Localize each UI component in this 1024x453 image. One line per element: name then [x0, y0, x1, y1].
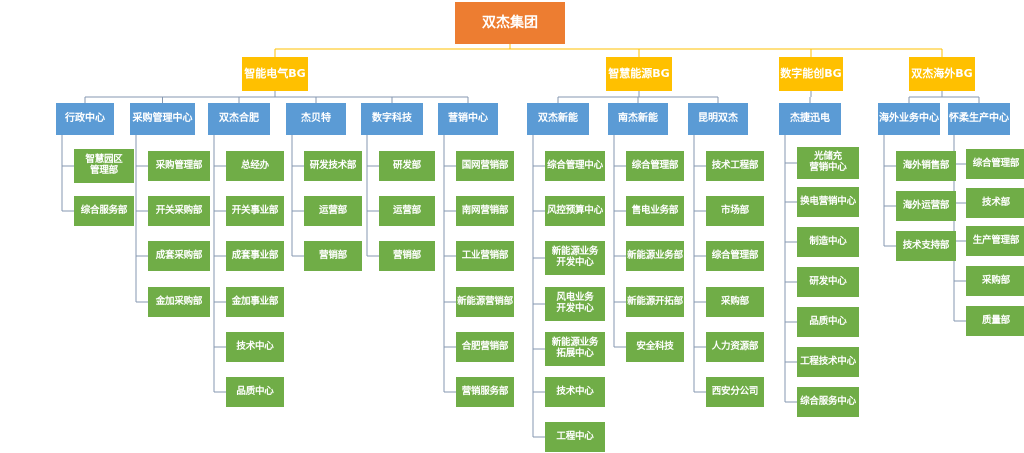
dept-node: 新能源营销部	[456, 287, 514, 317]
dept-node: 海外运营部	[896, 191, 956, 221]
dept-node: 技术支持部	[896, 231, 956, 261]
unit-node: 采购管理中心	[130, 103, 195, 135]
dept-node: 西安分公司	[706, 377, 764, 407]
dept-node: 国网营销部	[456, 151, 514, 181]
dept-node: 风电业务 开发中心	[545, 287, 605, 321]
unit-node: 杰捷迅电	[779, 103, 841, 135]
unit-node: 杰贝特	[286, 103, 346, 135]
dept-node: 光储充 营销中心	[797, 147, 859, 179]
dept-node: 南网营销部	[456, 196, 514, 226]
unit-node: 双杰合肥	[208, 103, 270, 135]
dept-node: 工程中心	[545, 422, 605, 452]
dept-node: 新能源业务部	[626, 241, 684, 271]
dept-node: 售电业务部	[626, 196, 684, 226]
dept-node: 人力资源部	[706, 332, 764, 362]
dept-node: 金加事业部	[226, 287, 284, 317]
dept-node: 开关采购部	[148, 196, 210, 226]
dept-node: 工业营销部	[456, 241, 514, 271]
unit-node: 南杰新能	[608, 103, 668, 135]
dept-node: 综合管理部	[706, 241, 764, 271]
unit-node: 行政中心	[56, 103, 114, 135]
dept-node: 智慧园区 管理部	[74, 149, 134, 183]
dept-node: 新能源业务 拓展中心	[545, 332, 605, 366]
dept-node: 总经办	[226, 151, 284, 181]
bg-node: 智能电气BG	[242, 57, 308, 91]
dept-node: 综合管理部	[966, 149, 1024, 179]
dept-node: 换电营销中心	[797, 187, 859, 217]
dept-node: 综合服务部	[74, 196, 134, 226]
dept-node: 研发中心	[797, 267, 859, 297]
unit-node: 双杰新能	[527, 103, 589, 135]
dept-node: 技术工程部	[706, 151, 764, 181]
unit-node: 数字科技	[361, 103, 423, 135]
dept-node: 海外销售部	[896, 151, 956, 181]
dept-node: 技术中心	[226, 332, 284, 362]
dept-node: 运营部	[379, 196, 435, 226]
dept-node: 营销部	[304, 241, 362, 271]
unit-node: 海外业务中心	[878, 103, 940, 135]
bg-node: 双杰海外BG	[909, 57, 975, 91]
dept-node: 新能源开拓部	[626, 287, 684, 317]
dept-node: 生产管理部	[966, 226, 1024, 256]
dept-node: 采购部	[706, 287, 764, 317]
dept-node: 技术部	[966, 188, 1024, 218]
dept-node: 品质中心	[797, 307, 859, 337]
bg-node: 数字能创BG	[779, 57, 843, 91]
dept-node: 质量部	[966, 306, 1024, 336]
dept-node: 采购管理部	[148, 151, 210, 181]
dept-node: 成套采购部	[148, 241, 210, 271]
dept-node: 制造中心	[797, 227, 859, 257]
root-node: 双杰集团	[455, 2, 565, 44]
dept-node: 工程技术中心	[797, 347, 859, 377]
dept-node: 综合管理中心	[545, 151, 605, 181]
dept-node: 研发技术部	[304, 151, 362, 181]
dept-node: 品质中心	[226, 377, 284, 407]
dept-node: 风控预算中心	[545, 196, 605, 226]
dept-node: 金加采购部	[148, 287, 210, 317]
dept-node: 开关事业部	[226, 196, 284, 226]
unit-node: 昆明双杰	[688, 103, 748, 135]
dept-node: 合肥营销部	[456, 332, 514, 362]
dept-node: 研发部	[379, 151, 435, 181]
dept-node: 技术中心	[545, 377, 605, 407]
dept-node: 综合服务中心	[797, 387, 859, 417]
dept-node: 市场部	[706, 196, 764, 226]
bg-node: 智慧能源BG	[606, 57, 672, 91]
unit-node: 营销中心	[438, 103, 498, 135]
unit-node: 怀柔生产中心	[948, 103, 1010, 135]
dept-node: 综合管理部	[626, 151, 684, 181]
dept-node: 运营部	[304, 196, 362, 226]
dept-node: 采购部	[966, 266, 1024, 296]
dept-node: 安全科技	[626, 332, 684, 362]
dept-node: 营销部	[379, 241, 435, 271]
dept-node: 营销服务部	[456, 377, 514, 407]
dept-node: 成套事业部	[226, 241, 284, 271]
dept-node: 新能源业务 开发中心	[545, 241, 605, 275]
